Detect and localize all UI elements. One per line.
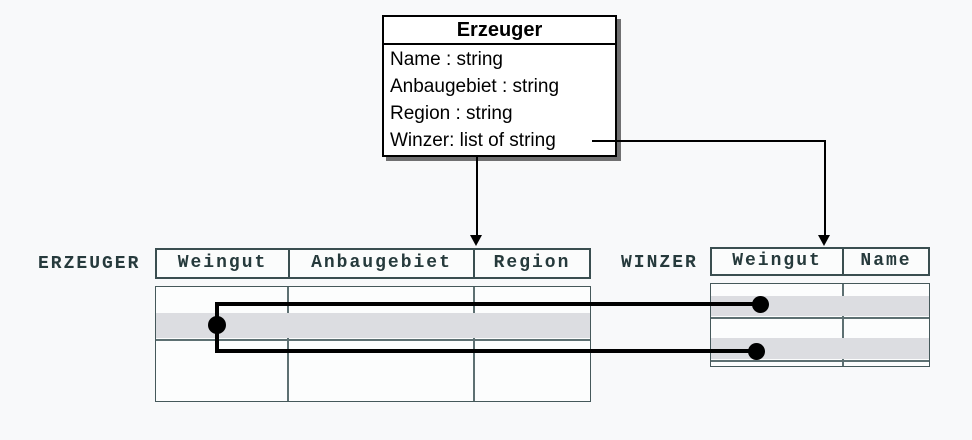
winzer-column-divider: [842, 284, 844, 366]
winzer-column-name: Name: [842, 249, 928, 274]
class-attribute-winzer: Winzer: list of string: [390, 130, 556, 151]
relation-line-top: [215, 302, 760, 306]
arrow-down-icon: [818, 235, 830, 246]
winzer-table-header: Weingut Name: [710, 247, 930, 276]
erzeuger-column-anbaugebiet: Anbaugebiet: [288, 250, 473, 277]
winzer-row-divider: [711, 360, 929, 362]
class-box-title: Erzeuger: [384, 17, 615, 45]
class-box-erzeuger: Erzeuger Name : string Anbaugebiet : str…: [382, 15, 617, 157]
arrow-winzer-attr-vline: [824, 140, 826, 235]
class-attribute-anbaugebiet: Anbaugebiet : string: [390, 76, 560, 97]
erzeuger-highlighted-row: [156, 313, 590, 338]
erzeuger-row-divider: [156, 339, 590, 341]
class-attribute-name: Name : string: [390, 49, 503, 70]
erzeuger-table-label: ERZEUGER: [38, 254, 141, 274]
erzeuger-table-header: Weingut Anbaugebiet Region: [155, 248, 591, 279]
class-attribute-region: Region : string: [390, 103, 513, 124]
arrow-classbox-to-erzeuger-line: [476, 157, 478, 236]
winzer-highlighted-row: [711, 338, 929, 359]
erzeuger-column-divider: [287, 287, 289, 401]
winzer-row-divider: [711, 317, 929, 319]
erzeuger-column-region: Region: [473, 250, 589, 277]
arrow-winzer-attr-hline: [592, 140, 826, 142]
arrow-down-icon: [470, 235, 482, 246]
winzer-table-body: [710, 283, 930, 367]
relation-line-bottom: [215, 349, 756, 353]
winzer-table-label: WINZER: [621, 253, 698, 273]
relation-dot-winzer-row1-icon: [752, 296, 769, 313]
relation-dot-winzer-row2-icon: [748, 343, 765, 360]
winzer-column-weingut: Weingut: [732, 251, 822, 271]
class-box-attributes: Name : string Anbaugebiet : string Regio…: [384, 45, 615, 154]
erzeuger-column-weingut: Weingut: [177, 253, 268, 273]
erzeuger-column-divider: [473, 287, 475, 401]
winzer-highlighted-row: [711, 296, 929, 316]
relation-dot-erzeuger-icon: [208, 316, 226, 334]
